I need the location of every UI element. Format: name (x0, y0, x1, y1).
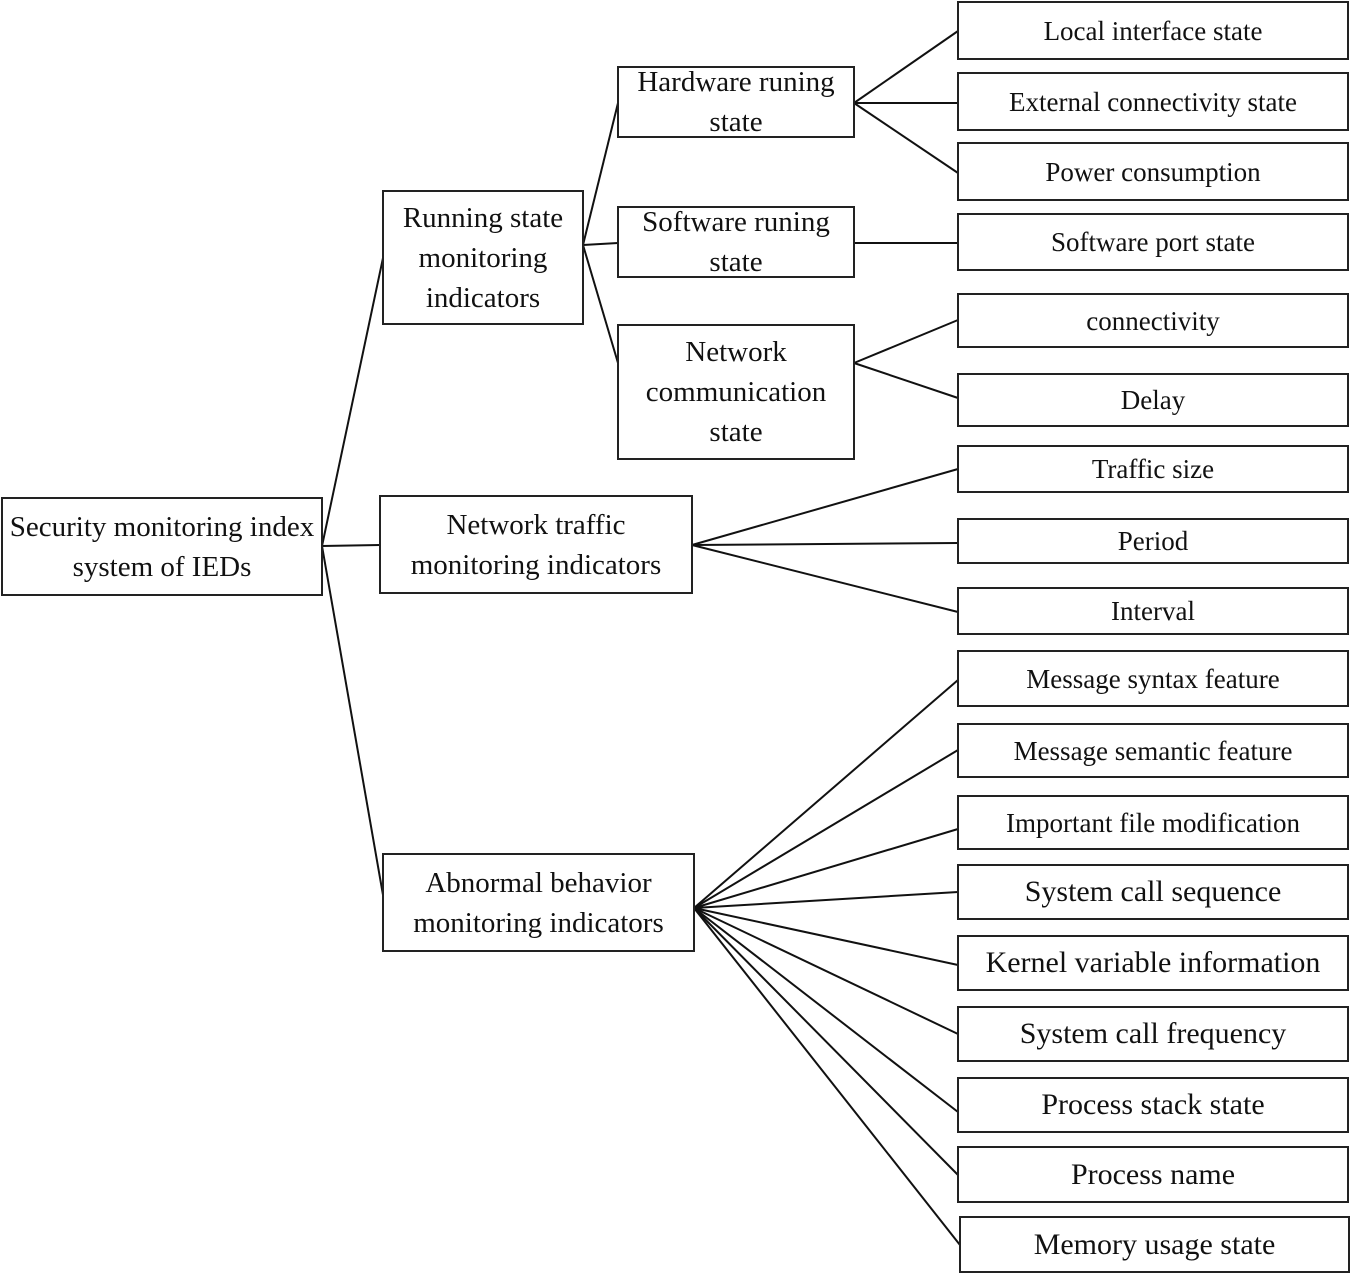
leaf-kernel-variable: Kernel variable information (957, 935, 1349, 991)
edge-root-running (321, 257, 384, 547)
leaf-traffic-size-label: Traffic size (1091, 454, 1215, 484)
leaf-message-semantic: Message semantic feature (957, 723, 1349, 778)
edge-running-network (582, 244, 619, 364)
edge-root-traffic (321, 544, 381, 547)
edge-hardware-local (853, 30, 959, 104)
edge-abnormal-syntax (693, 679, 959, 909)
edge-abnormal-semantic (693, 749, 959, 909)
edge-root-abnormal (321, 545, 384, 896)
leaf-file-modification: Important file modification (957, 795, 1349, 850)
software-running-node: Software runing state (617, 206, 855, 278)
leaf-process-stack: Process stack state (957, 1077, 1349, 1133)
edge-abnormal-stack (693, 907, 959, 1113)
leaf-local-interface-label: Local interface state (1043, 15, 1263, 46)
leaf-external-connectivity: External connectivity state (957, 72, 1349, 131)
root-node: Security monitoring index system of IEDs (1, 497, 323, 596)
leaf-external-connectivity-label: External connectivity state (1009, 86, 1297, 117)
leaf-software-port: Software port state (957, 213, 1349, 271)
leaf-traffic-size: Traffic size (957, 445, 1349, 493)
leaf-delay: Delay (957, 373, 1349, 427)
leaf-period-label: Period (1117, 526, 1189, 556)
edge-network-delay (853, 362, 959, 399)
leaf-kernel-variable-label: Kernel variable information (985, 946, 1321, 979)
leaf-connectivity: connectivity (957, 293, 1349, 348)
edge-abnormal-syscallfreq (693, 907, 959, 1035)
leaf-process-name: Process name (957, 1146, 1349, 1203)
leaf-process-stack-label: Process stack state (1041, 1088, 1265, 1121)
root-label: Security monitoring index system of IEDs (9, 510, 315, 583)
leaf-message-syntax-label: Message syntax feature (1026, 663, 1280, 694)
edge-running-hardware (582, 102, 619, 246)
edge-network-connectivity (853, 319, 959, 364)
running-state-node: Running state monitoring indicators (382, 190, 584, 325)
leaf-system-call-sequence: System call sequence (957, 864, 1349, 920)
edge-hardware-power (853, 102, 959, 174)
leaf-interval: Interval (957, 587, 1349, 635)
leaf-memory-usage: Memory usage state (959, 1216, 1350, 1273)
leaf-process-name-label: Process name (1070, 1157, 1236, 1191)
network-communication-node: Network communication state (617, 324, 855, 460)
leaf-system-call-sequence-label: System call sequence (1024, 875, 1282, 908)
edge-traffic-period (691, 542, 959, 546)
abnormal-behavior-node: Abnormal behavior monitoring indicators (382, 853, 695, 952)
edge-traffic-interval (691, 544, 959, 613)
edge-abnormal-filemod (693, 828, 959, 909)
leaf-interval-label: Interval (1111, 596, 1195, 626)
network-traffic-node: Network traffic monitoring indicators (379, 495, 693, 594)
running-state-label: Running state monitoring indicators (402, 201, 564, 314)
leaf-period: Period (957, 518, 1349, 564)
leaf-local-interface: Local interface state (957, 1, 1349, 60)
hardware-running-node: Hardware runing state (617, 66, 855, 138)
leaf-power-consumption-label: Power consumption (1045, 156, 1261, 187)
network-traffic-label: Network traffic monitoring indicators (410, 508, 662, 581)
leaf-system-call-frequency: System call frequency (957, 1006, 1349, 1062)
edge-traffic-size (691, 468, 959, 546)
leaf-message-semantic-label: Message semantic feature (1013, 735, 1293, 766)
edge-abnormal-syscallseq (693, 891, 959, 909)
abnormal-behavior-label: Abnormal behavior monitoring indicators (413, 866, 664, 939)
software-running-label: Software runing state (642, 206, 830, 278)
edge-abnormal-kernel (693, 907, 959, 966)
leaf-power-consumption: Power consumption (957, 142, 1349, 201)
leaf-connectivity-label: connectivity (1086, 305, 1220, 336)
edge-abnormal-procname (693, 907, 959, 1176)
leaf-system-call-frequency-label: System call frequency (1019, 1017, 1287, 1050)
edge-abnormal-memory (693, 907, 961, 1246)
leaf-message-syntax: Message syntax feature (957, 650, 1349, 707)
leaf-delay-label: Delay (1120, 385, 1186, 415)
hardware-running-label: Hardware runing state (637, 66, 835, 138)
edge-running-software (582, 242, 619, 246)
leaf-memory-usage-label: Memory usage state (1033, 1227, 1276, 1261)
leaf-file-modification-label: Important file modification (1006, 807, 1300, 838)
network-communication-label: Network communication state (645, 336, 827, 448)
leaf-software-port-label: Software port state (1051, 227, 1255, 257)
